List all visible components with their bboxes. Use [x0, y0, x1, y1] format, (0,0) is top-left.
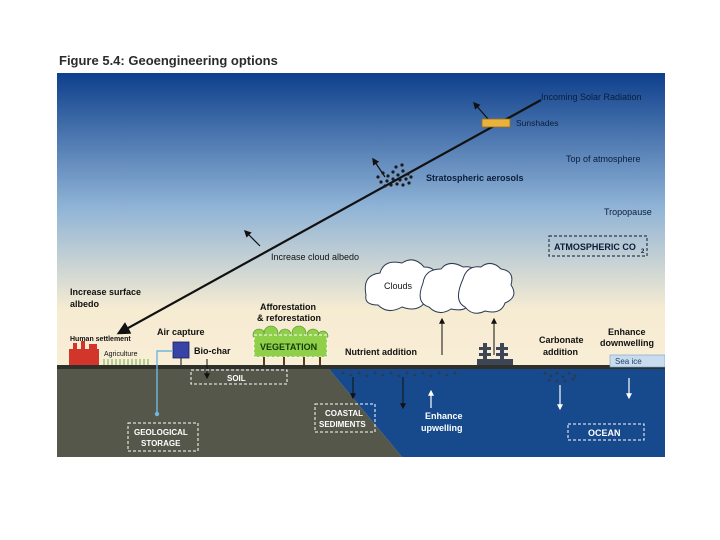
- nutrient-addition-label: Nutrient addition: [345, 347, 417, 357]
- enhance-upwelling-label-1: Enhance: [425, 411, 463, 421]
- tropopause-label: Tropopause: [604, 207, 652, 217]
- afforestation-label-2: & reforestation: [257, 313, 321, 323]
- sea-ice: [609, 354, 665, 368]
- soil-box: [190, 369, 288, 385]
- figure-title: Figure 5.4: Geoengineering options: [59, 53, 278, 68]
- sea-ice-label: Sea ice: [615, 357, 642, 366]
- enhance-downwelling-label-1: Enhance: [608, 327, 646, 337]
- increase-surface-albedo-label-2: albedo: [70, 299, 100, 309]
- increase-cloud-albedo-label: Increase cloud albedo: [271, 252, 359, 262]
- sunshades-label: Sunshades: [516, 118, 559, 128]
- geological-storage-label-2: STORAGE: [141, 439, 181, 448]
- geological-storage-label-1: GEOLOGICAL: [134, 428, 188, 437]
- stratospheric-aerosols-label: Stratospheric aerosols: [426, 173, 524, 183]
- carbonate-particles-icon: [543, 371, 577, 383]
- air-capture-unit-icon: [172, 341, 190, 359]
- atmospheric-co2-label: ATMOSPHERIC CO: [554, 242, 636, 252]
- sky-background: [57, 73, 665, 369]
- aerosol-particles-icon: [376, 163, 413, 188]
- agriculture-field-icon: [103, 359, 149, 365]
- carbonate-addition-label-2: addition: [543, 347, 578, 357]
- reflect-arrow-cloud: [243, 229, 261, 247]
- clouds-label: Clouds: [384, 281, 413, 291]
- vegetation-box: [253, 334, 328, 358]
- incoming-solar-label: Incoming Solar Radiation: [541, 92, 642, 102]
- factory-icon: [69, 341, 99, 365]
- afforestation-label-1: Afforestation: [260, 302, 316, 312]
- vegetation-label: VEGETATION: [260, 342, 317, 352]
- agriculture-label: Agriculture: [104, 351, 138, 358]
- coastal-sediments-label-2: SEDIMENTS: [319, 420, 366, 429]
- geological-storage-box: [127, 422, 199, 452]
- top-of-atmosphere-label: Top of atmosphere: [566, 154, 641, 164]
- sunshade-icon: [481, 118, 511, 128]
- ocean-box: [567, 423, 645, 441]
- nutrient-particles-icon: [341, 371, 457, 378]
- solar-radiation-arrow: [116, 99, 542, 335]
- geoengineering-diagram: Sea ice Incoming Solar Radiation Sunshad…: [57, 73, 665, 457]
- tree-trunks: [263, 357, 321, 365]
- co2-pipeline: [156, 350, 173, 413]
- soil-label: SOIL: [227, 374, 246, 383]
- ground-line: [57, 365, 665, 369]
- carbonate-addition-label-1: Carbonate: [539, 335, 584, 345]
- ocean-label: OCEAN: [588, 428, 621, 438]
- storage-injection-point: [154, 411, 160, 417]
- ocean-body: [329, 369, 665, 457]
- atmospheric-co2-subscript: 2: [641, 249, 645, 255]
- clouds-icon: [364, 259, 515, 314]
- coastal-sediments-box: [314, 403, 376, 433]
- enhance-downwelling-label-2: downwelling: [600, 338, 654, 348]
- atmospheric-co2-box: [548, 235, 648, 257]
- enhance-upwelling-label-2: upwelling: [421, 423, 463, 433]
- ship-icon: [477, 343, 513, 365]
- bio-char-label: Bio-char: [194, 346, 231, 356]
- coastal-sediments-label-1: COASTAL: [325, 409, 363, 418]
- reflect-arrow-sunshade: [473, 101, 490, 121]
- land-mass: [57, 369, 402, 457]
- increase-surface-albedo-label-1: Increase surface: [70, 287, 141, 297]
- air-capture-label: Air capture: [157, 327, 205, 337]
- human-settlement-label: Human settlement: [70, 336, 131, 343]
